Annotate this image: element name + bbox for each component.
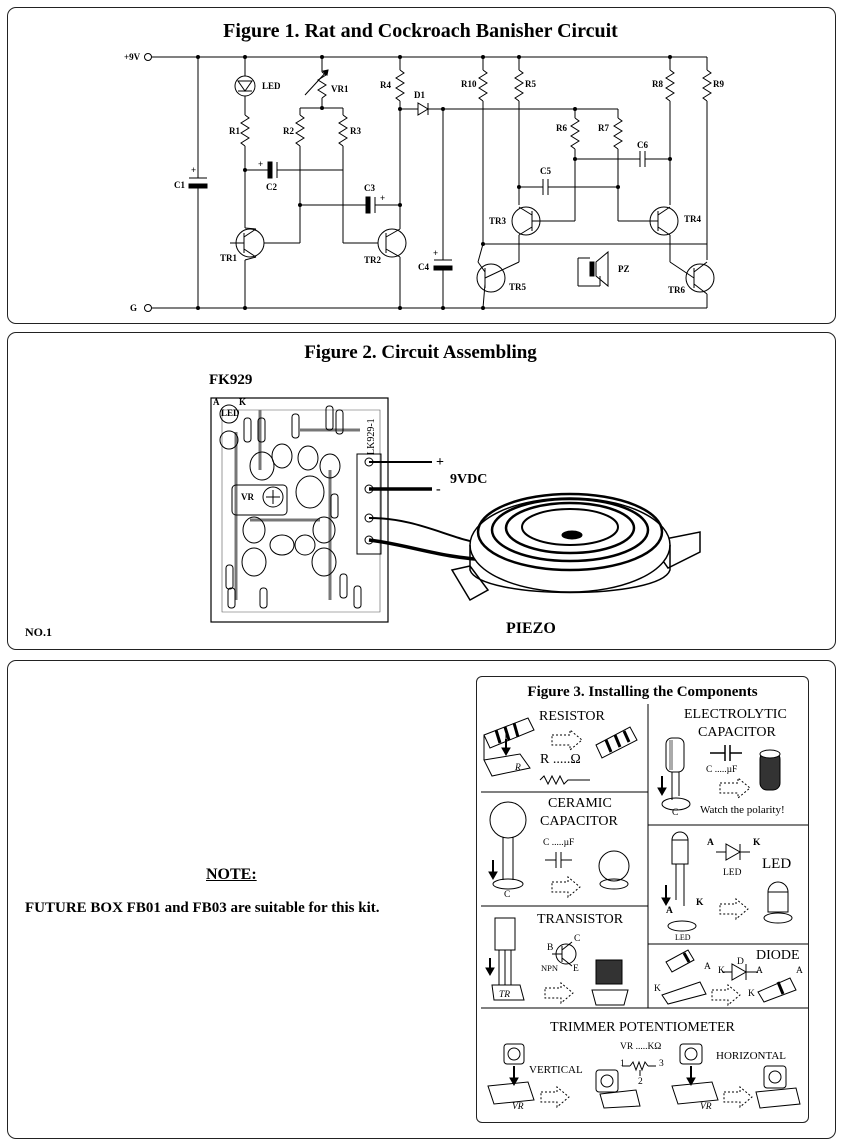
pcb-board-code: LK929-1 <box>366 418 377 455</box>
label-c3: C3 <box>364 183 375 193</box>
led-title: LED <box>762 856 792 872</box>
pcb-label-k: K <box>239 397 246 407</box>
trimmer-pin2: 2 <box>638 1077 643 1087</box>
label-c1: C1 <box>174 180 185 190</box>
label-c4: C4 <box>418 262 429 272</box>
diode-pin-k-right: K <box>748 989 755 999</box>
figure1-title: Figure 1. Rat and Cockroach Banisher Cir… <box>223 20 618 42</box>
label-r3: R3 <box>350 126 361 136</box>
transistor-b: B <box>547 943 554 953</box>
label-c2: C2 <box>266 182 277 192</box>
ceramic-value: C .....µF <box>543 838 575 848</box>
note-heading: NOTE: <box>206 866 257 883</box>
led-pin-a: A <box>666 906 673 916</box>
label-r1: R1 <box>229 126 240 136</box>
label-tr4: TR4 <box>684 214 702 224</box>
pcb-label-led: LED <box>221 408 240 418</box>
supply-label: 9VDC <box>450 472 488 487</box>
label-r4: R4 <box>380 80 391 90</box>
trimmer-tag-horizontal: VR <box>700 1102 712 1112</box>
figure2-panel <box>7 332 836 650</box>
label-c6: C6 <box>637 140 648 150</box>
label-tr3: TR3 <box>489 216 507 226</box>
label-tr5: TR5 <box>509 282 527 292</box>
transistor-c: C <box>574 934 581 944</box>
resistor-formula: R .....Ω <box>540 752 581 767</box>
label-vcc: +9V <box>124 52 141 62</box>
electrolytic-title-1: ELECTROLYTIC <box>684 707 787 722</box>
led-sym-k: K <box>753 838 761 848</box>
label-gnd: G <box>130 303 137 313</box>
led-tag: LED <box>675 933 691 942</box>
label-r9: R9 <box>713 79 724 89</box>
diode-pin-a-left: A <box>704 962 711 972</box>
label-d1: D1 <box>414 90 425 100</box>
kit-code: FK929 <box>209 372 253 388</box>
piezo-label: PIEZO <box>506 620 556 637</box>
label-r8: R8 <box>652 79 663 89</box>
label-tr6: TR6 <box>668 285 686 295</box>
pcb-label-vr: VR <box>241 492 254 502</box>
trimmer-pin3: 3 <box>659 1059 664 1069</box>
label-c1-plus: + <box>191 165 196 175</box>
led-pin-k: K <box>696 898 704 908</box>
pcb-label-a: A <box>213 397 220 407</box>
figure2-title: Figure 2. Circuit Assembling <box>304 342 537 363</box>
trimmer-title: TRIMMER POTENTIOMETER <box>550 1020 735 1035</box>
electrolytic-warning: Watch the polarity! <box>700 804 785 816</box>
label-tr2: TR2 <box>364 255 382 265</box>
figure3-title: Figure 3. Installing the Components <box>527 684 758 700</box>
label-c2-plus: + <box>258 159 263 169</box>
install-box <box>476 676 809 1123</box>
electrolytic-title-2: CAPACITOR <box>698 725 776 740</box>
transistor-title: TRANSISTOR <box>537 912 624 927</box>
electrolytic-value: C .....µF <box>706 765 738 775</box>
transistor-e: E <box>573 964 579 974</box>
trimmer-pin1: 1 <box>620 1059 625 1069</box>
label-c5: C5 <box>540 166 551 176</box>
note-text: FUTURE BOX FB01 and FB03 are suitable fo… <box>25 900 380 916</box>
label-pz: PZ <box>618 264 630 274</box>
label-r5: R5 <box>525 79 536 89</box>
label-led: LED <box>262 81 281 91</box>
label-r7: R7 <box>598 123 609 133</box>
ceramic-title-1: CERAMIC <box>548 796 612 811</box>
trimmer-tag-vertical: VR <box>512 1102 524 1112</box>
resistor-tag: R <box>515 763 521 773</box>
diode-pin-a-right: A <box>796 966 803 976</box>
label-tr1: TR1 <box>220 253 238 263</box>
label-r2: R2 <box>283 126 294 136</box>
led-sym-a: A <box>707 838 714 848</box>
transistor-tag: TR <box>499 990 511 1000</box>
label-r10: R10 <box>461 79 477 89</box>
diode-d: D <box>737 957 744 967</box>
trimmer-value: VR .....KΩ <box>620 1042 662 1052</box>
figure1-panel <box>7 7 836 324</box>
ceramic-tag: C <box>504 890 511 900</box>
resistor-title: RESISTOR <box>539 709 605 724</box>
supply-minus: - <box>436 482 441 497</box>
label-c3-plus: + <box>380 193 385 203</box>
page-number: NO.1 <box>25 625 52 639</box>
diode-pin-k-left: K <box>654 984 661 994</box>
label-c4-plus: + <box>433 248 438 258</box>
diode-a: A <box>756 966 763 976</box>
led-sym-label: LED <box>723 868 742 878</box>
label-r6: R6 <box>556 123 567 133</box>
electrolytic-tag: C <box>672 808 679 818</box>
trimmer-horizontal: HORIZONTAL <box>716 1050 786 1062</box>
trimmer-vertical: VERTICAL <box>529 1064 583 1076</box>
label-vr1: VR1 <box>331 84 349 94</box>
ceramic-title-2: CAPACITOR <box>540 814 618 829</box>
diode-title: DIODE <box>756 948 800 963</box>
transistor-type: NPN <box>541 963 559 973</box>
supply-plus: + <box>436 455 444 470</box>
diode-k: K <box>718 966 725 976</box>
